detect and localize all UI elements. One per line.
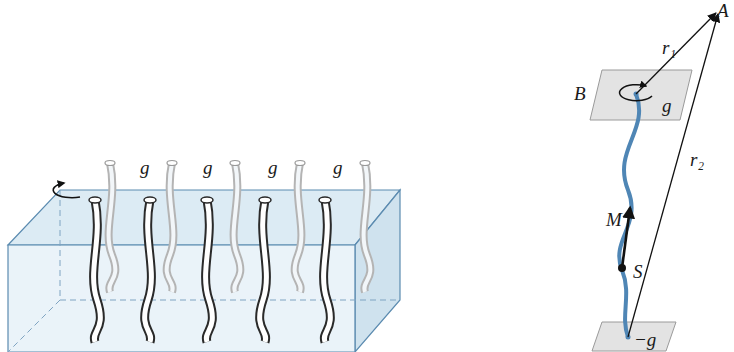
front-vortex-tubes (89, 197, 331, 342)
bottom-plane (592, 322, 676, 351)
vortex-line (619, 94, 639, 337)
circulation-label: −g (634, 330, 656, 349)
position-vectors (628, 13, 718, 337)
vector-label: r₁ (662, 38, 676, 57)
field-label: g (140, 158, 150, 177)
rotation-arrow (53, 183, 80, 198)
point-label: S (633, 262, 643, 281)
moment-label: M (606, 210, 622, 229)
field-label: g (268, 158, 278, 177)
vector-label: r₂ (690, 150, 704, 169)
circulation-label: g (662, 96, 672, 115)
field-label: g (333, 158, 343, 177)
point-label: A (717, 1, 729, 20)
field-label: g (203, 158, 213, 177)
point-label: B (574, 84, 586, 103)
circulation-arrow (620, 85, 652, 101)
slab (8, 190, 400, 352)
